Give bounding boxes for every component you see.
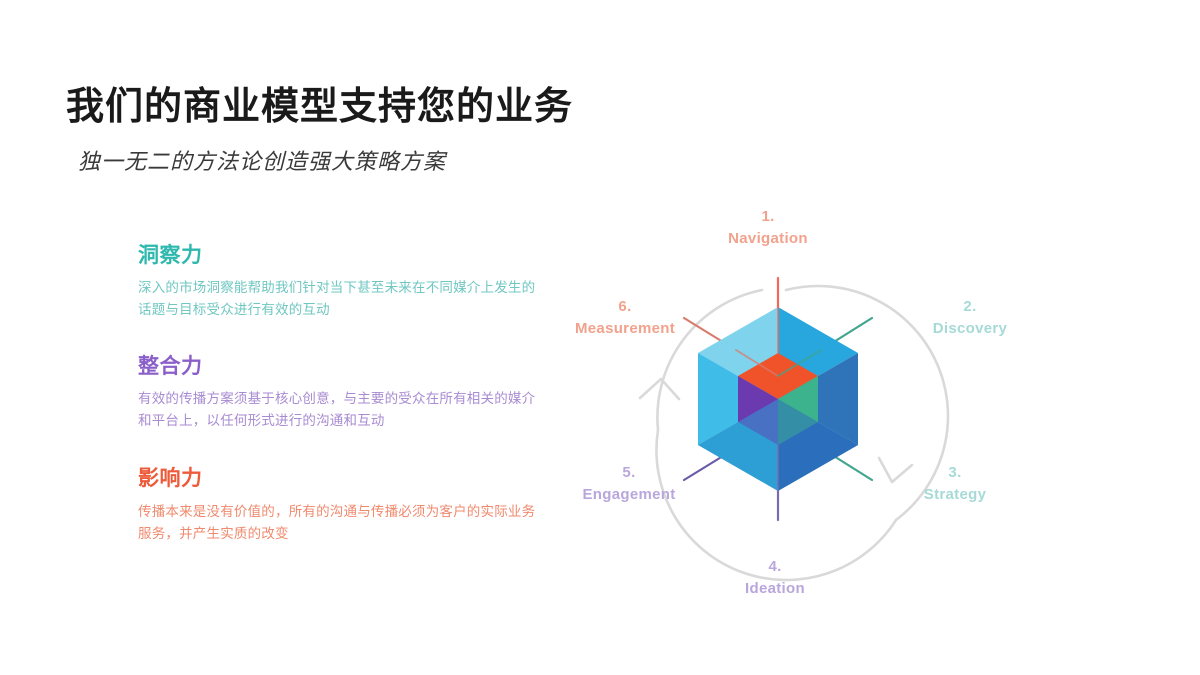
cycle-step-1-number: 1. [761, 208, 775, 225]
cycle-arc-bottom-left [655, 428, 898, 582]
pillar-insight-body: 深入的市场洞察能帮助我们针对当下甚至未来在不同媒介上发生的话题与目标受众进行有效… [138, 280, 536, 318]
cube-face-bottom-right-overlay [778, 399, 858, 491]
axis-inner-upper-left [735, 349, 779, 377]
cycle-step-3-label: Strategy [923, 485, 987, 503]
page-subtitle: 独一无二的方法论创造强大策略方案 [78, 148, 447, 174]
pillar-insight: 洞察力 深入的市场洞察能帮助我们针对当下甚至未来在不同媒介上发生的话题与目标受众… [138, 243, 558, 322]
cycle-step-5-label: Engagement [582, 485, 676, 503]
cycle-step-2-discovery[interactable]: 2. Discovery [933, 296, 1007, 340]
cycle-step-3-number: 3. [948, 464, 962, 481]
cycle-step-6-label: Measurement [574, 319, 676, 337]
cycle-step-4-number: 4. [768, 558, 782, 575]
pillar-integration-body: 有效的传播方案须基于核心创意，与主要的受众在所有相关的媒介和平台上，以任何形式进… [138, 390, 536, 429]
cycle-step-6-number: 6. [618, 298, 632, 315]
cycle-step-5-number: 5. [622, 464, 636, 481]
pillar-impact: 影响力 传播本来是没有价值的，所有的沟通与传播必须为客户的实际业务服务，并产生实… [138, 466, 558, 545]
cube-axis-lines-inner [735, 306, 822, 492]
cycle-step-1-label: Navigation [728, 229, 808, 247]
cycle-arrow-left-icon [638, 377, 681, 401]
cube-graphic [698, 307, 858, 491]
cycle-step-5-engagement[interactable]: 5. Engagement [582, 462, 675, 506]
pillar-list: 洞察力 深入的市场洞察能帮助我们针对当下甚至未来在不同媒介上发生的话题与目标受众… [138, 243, 558, 567]
page-title: 我们的商业模型支持您的业务 [66, 86, 574, 128]
cycle-step-6-measurement[interactable]: 6. Measurement [575, 296, 675, 340]
pillar-impact-title: 影响力 [138, 467, 203, 491]
cycle-arc-right [784, 284, 950, 522]
cycle-step-2-number: 2. [963, 298, 977, 315]
pillar-insight-title: 洞察力 [138, 244, 203, 267]
cycle-diagram-svg [638, 276, 950, 582]
cycle-step-4-label: Ideation [745, 579, 805, 597]
pillar-impact-body: 传播本来是没有价值的，所有的沟通与传播必须为客户的实际业务服务，并产生实质的改变 [138, 503, 536, 541]
axis-inner-upper-right [777, 349, 822, 377]
cycle-step-3-strategy[interactable]: 3. Strategy [924, 462, 986, 506]
cycle-step-1-navigation[interactable]: 1. Navigation [728, 206, 808, 250]
cycle-arrow-right-icon [877, 456, 914, 484]
cycle-step-2-label: Discovery [932, 319, 1008, 337]
cycle-cube-diagram: 1. Navigation 2. Discovery 3. Strategy 4… [540, 190, 1080, 630]
slide-header: 我们的商业模型支持您的业务 独一无二的方法论创造强大策略方案 [66, 86, 766, 176]
cycle-ring [655, 284, 950, 582]
cycle-step-4-ideation[interactable]: 4. Ideation [745, 556, 805, 600]
cube-face-bottom-left-overlay [698, 399, 778, 491]
pillar-integration-title: 整合力 [138, 354, 203, 378]
cycle-arc-left [656, 288, 764, 432]
pillar-integration: 整合力 有效的传播方案须基于核心创意，与主要的受众在所有相关的媒介和平台上，以任… [138, 354, 558, 433]
